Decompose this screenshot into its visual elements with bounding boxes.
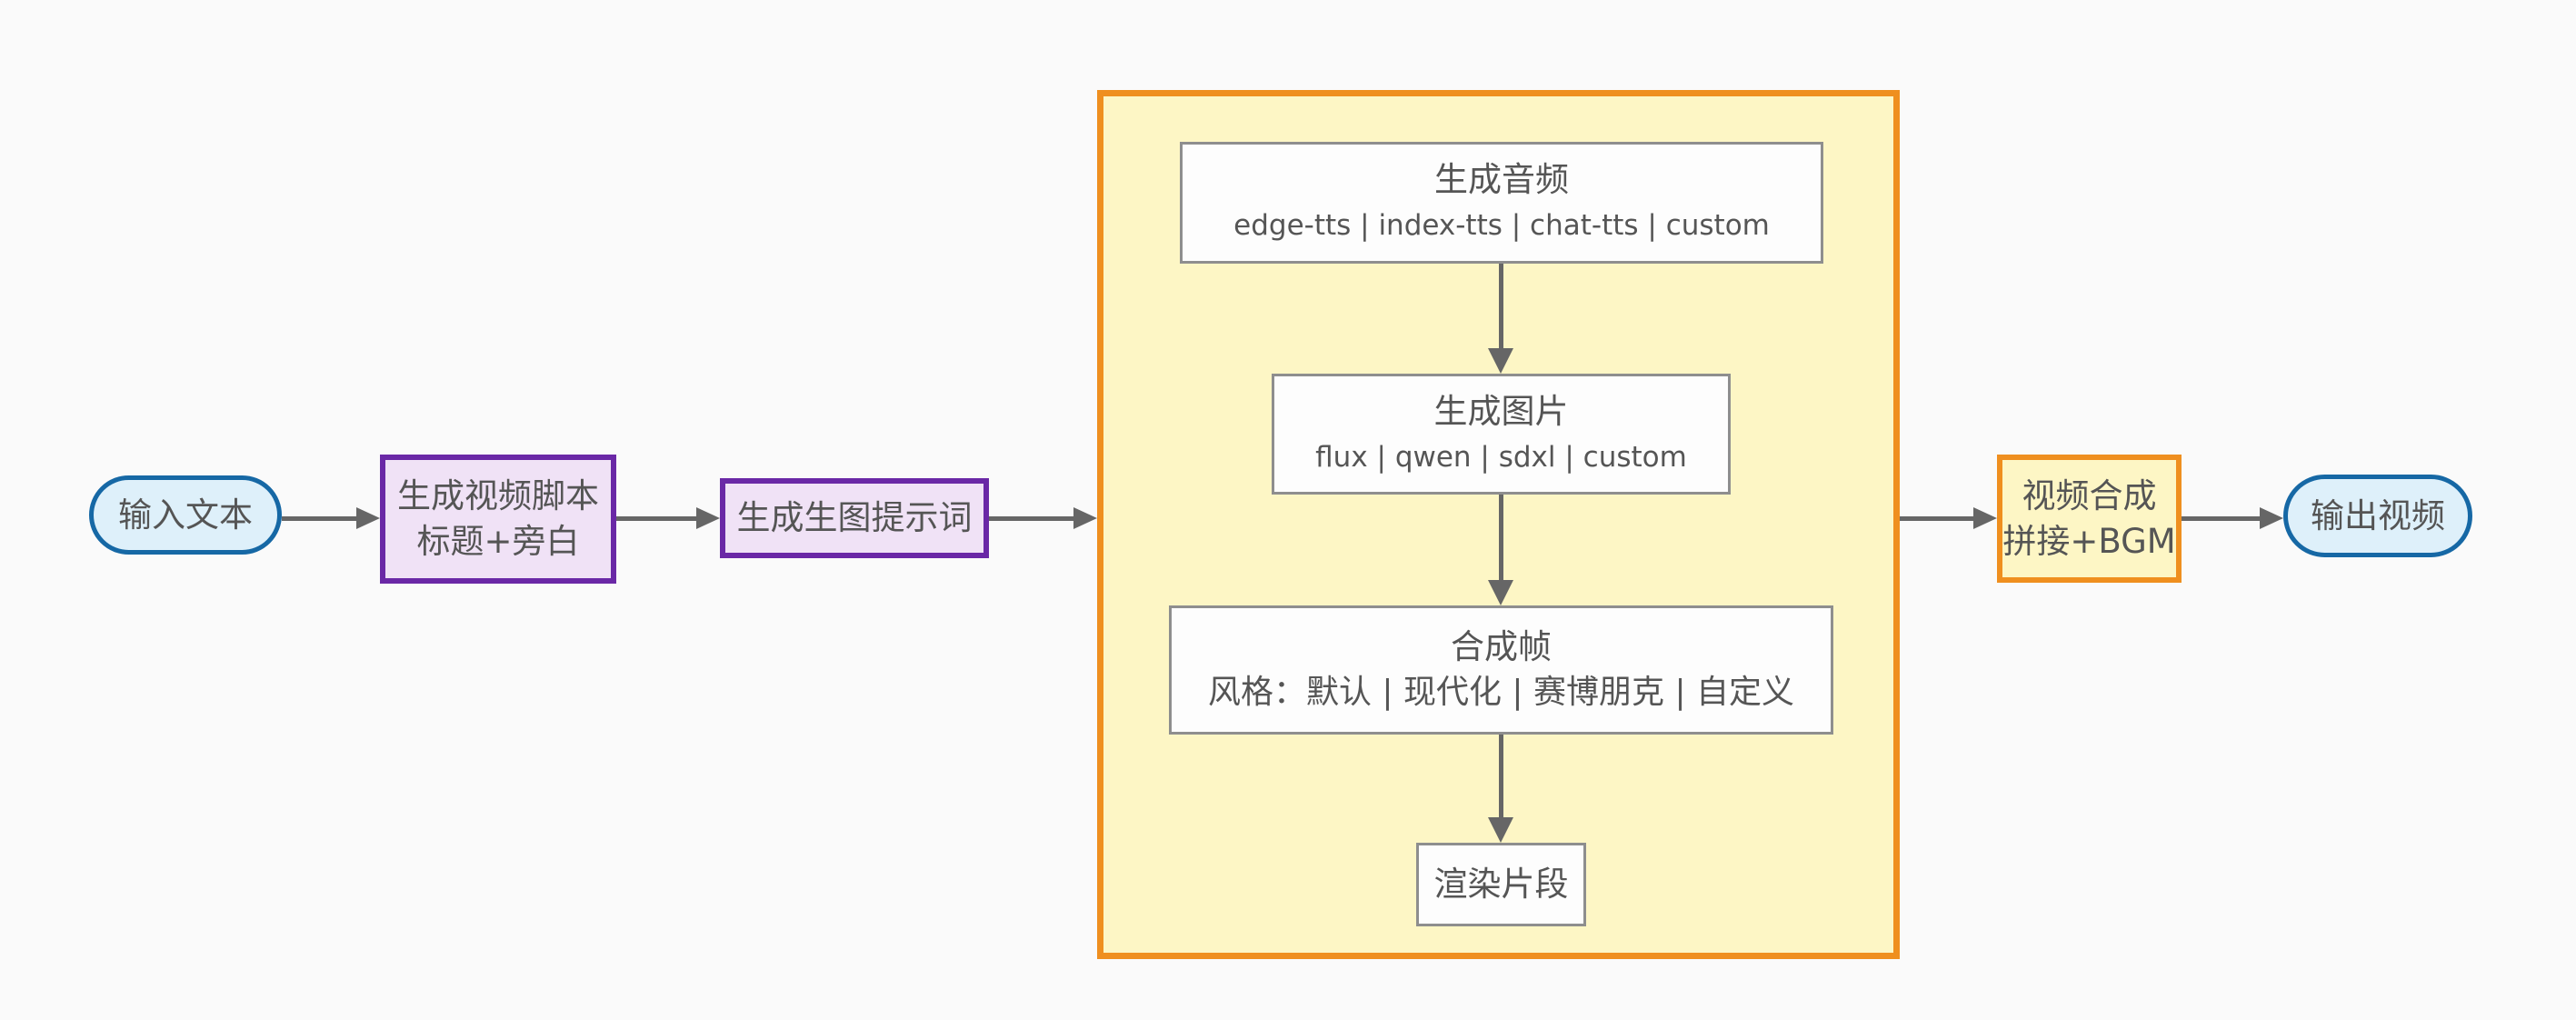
- arrow-shaft: [616, 515, 700, 521]
- node-generate-image-prompt: 生成生图提示词: [720, 478, 989, 558]
- node-output-video: 输出视频: [2283, 475, 2472, 557]
- node-video-compose: 视频合成 拼接+BGM: [1997, 455, 2182, 583]
- arrow-shaft: [1900, 515, 1977, 521]
- node-render-clips: 渲染片段: [1416, 843, 1586, 926]
- node-label-line2: 拼接+BGM: [2002, 521, 2176, 561]
- node-label: 生成生图提示词: [736, 498, 973, 537]
- node-generate-audio: 生成音频 edge-tts | index-tts | chat-tts | c…: [1180, 142, 1823, 264]
- arrow-shaft: [1498, 735, 1503, 821]
- arrow-shaft: [2182, 515, 2263, 521]
- node-label: 输出视频: [2311, 495, 2445, 535]
- node-label-line1: 视频合成: [2022, 475, 2157, 515]
- node-input-text: 输入文本: [89, 475, 282, 555]
- node-label-line1: 合成帧: [1451, 627, 1552, 666]
- node-label-line1: 生成图片: [1433, 391, 1569, 431]
- arrow-head-icon: [356, 507, 380, 529]
- arrow-head-icon: [1488, 348, 1513, 374]
- node-label-line2: 标题+旁白: [416, 522, 580, 561]
- node-label-line1: 生成音频: [1434, 160, 1569, 199]
- node-generate-image: 生成图片 flux | qwen | sdxl | custom: [1272, 374, 1731, 495]
- arrow-shaft: [282, 515, 360, 521]
- arrow-shaft: [1498, 264, 1503, 352]
- node-label: 渲染片段: [1433, 865, 1569, 904]
- node-label: 输入文本: [118, 495, 253, 535]
- arrow-shaft: [1498, 495, 1503, 584]
- arrow-shaft: [989, 515, 1077, 521]
- arrow-head-icon: [1488, 580, 1513, 605]
- node-generate-script: 生成视频脚本 标题+旁白: [380, 455, 616, 584]
- node-label-line2: flux | qwen | sdxl | custom: [1315, 440, 1687, 474]
- arrow-head-icon: [1073, 507, 1097, 529]
- arrow-head-icon: [1488, 817, 1513, 843]
- node-compose-frames: 合成帧 风格：默认 | 现代化 | 赛博朋克 | 自定义: [1169, 605, 1833, 735]
- arrow-head-icon: [1973, 507, 1997, 529]
- arrow-head-icon: [696, 507, 720, 529]
- arrow-head-icon: [2260, 507, 2283, 529]
- node-label-line1: 生成视频脚本: [397, 476, 599, 515]
- node-label-line2: 风格：默认 | 现代化 | 赛博朋克 | 自定义: [1207, 674, 1795, 711]
- node-label-line2: edge-tts | index-tts | chat-tts | custom: [1233, 209, 1770, 242]
